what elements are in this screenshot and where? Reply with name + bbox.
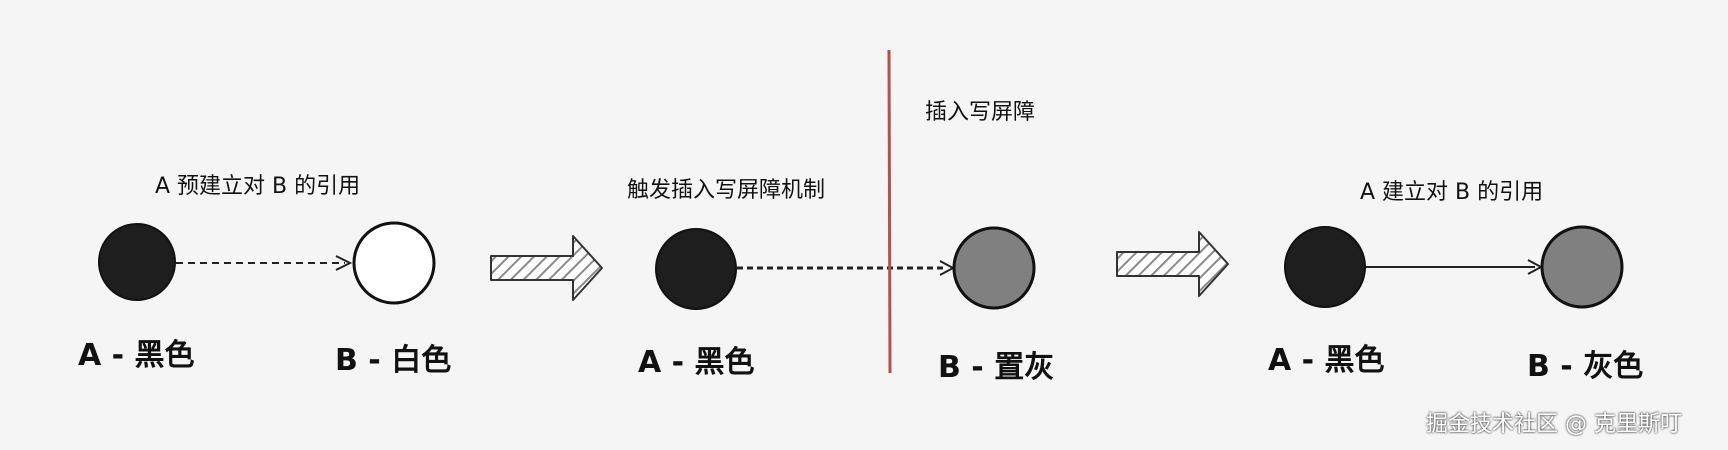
node-a-stage1 [98,223,176,301]
node-a-label-stage1: A - 黑色 [78,338,195,373]
stage3-caption: A 建立对 B 的引用 [1360,180,1544,205]
node-b-label-stage2: B - 置灰 [938,350,1055,385]
watermark: 掘金技术社区 @ 克里斯叮 [1426,412,1682,437]
node-b-stage2 [952,226,1036,310]
node-a-label-stage2: A - 黑色 [638,345,755,380]
node-b-stage1 [352,221,436,305]
node-a-label-stage3: A - 黑色 [1268,343,1385,378]
arrowhead-stage1 [335,255,353,271]
node-b-label-stage1: B - 白色 [335,343,452,378]
node-a-stage2 [655,228,737,310]
write-barrier-line [887,49,892,374]
node-b-label-stage3: B - 灰色 [1527,349,1644,384]
transition-arrow-1 [490,235,603,301]
transition-arrow-2 [1116,231,1229,297]
node-a-stage3 [1284,226,1366,308]
stage2-caption: 触发插入写屏障机制 [627,178,826,203]
stage1-caption: A 预建立对 B 的引用 [155,174,361,199]
barrier-label: 插入写屏障 [925,100,1036,125]
node-b-stage3 [1540,225,1624,309]
